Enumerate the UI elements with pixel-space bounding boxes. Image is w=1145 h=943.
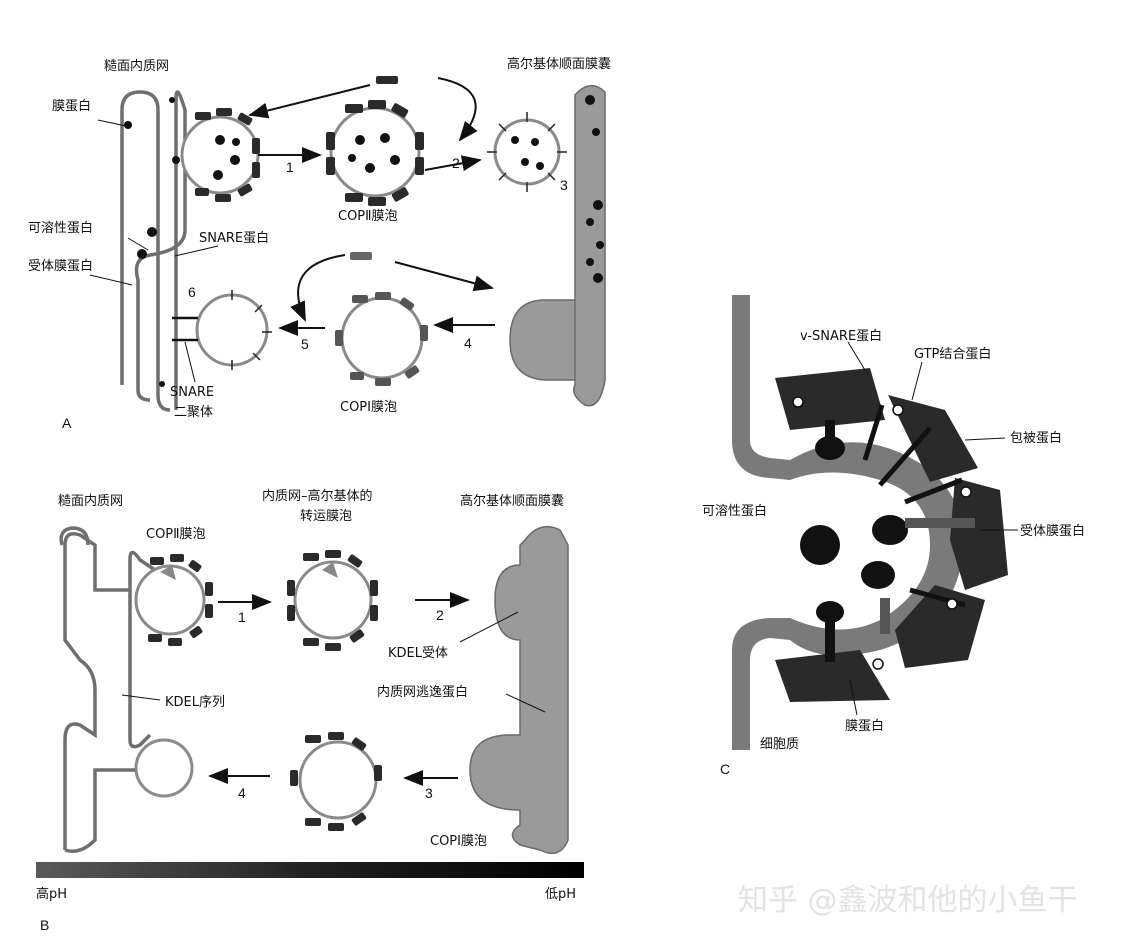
ph-label-high: 高pH: [36, 886, 67, 902]
panel-b-label-er-escape: 内质网逃逸蛋白: [377, 684, 468, 700]
panel-a-arrow-recycle-bottom: [394, 261, 494, 292]
panel-a-label-membrane-protein: 膜蛋白: [52, 98, 91, 114]
panel-a-copi-vesicle: [335, 292, 428, 386]
panel-c-v-snare-stalk: [862, 404, 885, 461]
panel-a-er-dot: [172, 156, 180, 164]
panel-b-label-rough-er: 糙面内质网: [58, 493, 123, 509]
panel-a-free-coat: [376, 76, 398, 84]
panel-a-label-snare: SNARE蛋白: [199, 230, 269, 246]
panel-a-label-copi: COPⅠ膜泡: [340, 400, 397, 415]
panel-b-step-4: 4: [238, 785, 246, 801]
panel-b-golgi-cisterna: [469, 525, 569, 855]
panel-b-copii-budding: [134, 554, 213, 646]
ph-label-low: 低pH: [545, 887, 576, 902]
panel-a-copii-budding: [180, 108, 260, 202]
watermark: 知乎 @鑫波和他的小鱼干: [738, 883, 1078, 918]
panel-a-label-snare-dimer-2: 二聚体: [174, 405, 213, 420]
panel-b-step-2: 2: [436, 607, 444, 623]
panel-a-step-1: 1: [286, 159, 294, 175]
panel-b-label-transport-2: 转运膜泡: [300, 509, 352, 524]
panel-a-free-coat: [350, 252, 372, 260]
panel-c-label-membrane-protein: 膜蛋白: [845, 718, 884, 734]
panel-c-letter: C: [720, 761, 730, 777]
panel-a-label-receptor: 受体膜蛋白: [28, 258, 93, 274]
panel-b-label-copii: COPⅡ膜泡: [146, 527, 206, 542]
panel-a-soluble-protein-dot: [137, 249, 147, 259]
panel-c-label-gtp: GTP结合蛋白: [914, 346, 991, 362]
panel-a-arrow-recycle-top: [248, 84, 371, 119]
panel-a-step-2: 2: [452, 155, 460, 171]
panel-a-step-3: 3: [560, 177, 568, 193]
panel-a-arrow-2: [424, 155, 482, 172]
panel-a-soluble-protein-dot: [147, 227, 157, 237]
panel-a-arrow-loop-top: [437, 77, 478, 142]
panel-a-step-4: 4: [464, 335, 472, 351]
ph-gradient-bar: [36, 862, 584, 878]
panel-a-uncoated-vesicle: [487, 112, 567, 192]
panel-a-label-rough-er: 糙面内质网: [104, 58, 169, 74]
panel-b-er-lower: [64, 768, 135, 853]
panel-a-er-dot: [159, 381, 165, 387]
panel-b-label-golgi: 高尔基体顺面膜囊: [460, 493, 564, 509]
panel-a-step-5: 5: [301, 336, 309, 352]
panel-a-label-snare-dimer-1: SNARE: [170, 385, 214, 400]
panel-b-er-membrane: [63, 532, 156, 850]
panel-a-er-lower: [134, 150, 187, 402]
panel-c-label-v-snare: v-SNARE蛋白: [800, 328, 882, 344]
panel-b-label-transport-1: 内质网–高尔基体的: [262, 488, 373, 504]
panel-a: 糙面内质网 膜蛋白 可溶性蛋白 受体膜蛋白 SNARE蛋白 SNARE 二聚体 …: [28, 56, 611, 431]
panel-a-letter: A: [62, 415, 72, 431]
panel-a-fusing-vesicle: [172, 290, 272, 370]
panel-a-copii-vesicle: [326, 100, 424, 206]
panel-c-label-cytoplasm: 细胞质: [760, 737, 799, 752]
panel-c-soluble-protein: [800, 525, 840, 565]
panel-b-er-top: [59, 526, 90, 546]
panel-b-label-kdel-receptor: KDEL受体: [388, 646, 448, 661]
panel-b-copi-vesicle: [290, 732, 382, 831]
panel-c-label-coat: 包被蛋白: [1010, 430, 1062, 446]
panel-a-label-copii: COPⅡ膜泡: [338, 209, 398, 224]
panel-a-label-golgi: 高尔基体顺面膜囊: [507, 56, 611, 72]
panel-b-label-kdel-sequence: KDEL序列: [165, 695, 225, 710]
panel-a-arrow-loop-bottom: [290, 254, 346, 322]
panel-b-transport-vesicle: [287, 550, 378, 651]
panel-b-step-3: 3: [425, 785, 433, 801]
panel-a-label-soluble-protein: 可溶性蛋白: [28, 220, 93, 236]
panel-c-coat-proteins: [775, 368, 1008, 702]
panel-a-er-dot: [169, 97, 175, 103]
panel-a-golgi-cisterna: [509, 85, 606, 407]
panel-b-er-bud: [134, 738, 194, 798]
panel-c-label-soluble: 可溶性蛋白: [702, 503, 767, 519]
panel-c: v-SNARE蛋白 GTP结合蛋白 包被蛋白 可溶性蛋白 受体膜蛋白 膜蛋白 细…: [702, 295, 1085, 777]
panel-b: 糙面内质网 内质网–高尔基体的 转运膜泡 高尔基体顺面膜囊 COPⅡ膜泡 KDE…: [36, 488, 584, 933]
panel-b-label-copi: COPⅠ膜泡: [430, 834, 487, 849]
panel-a-step-6: 6: [188, 284, 196, 300]
panel-b-letter: B: [40, 917, 49, 933]
panel-c-label-receptor: 受体膜蛋白: [1020, 523, 1085, 539]
panel-b-step-1: 1: [238, 609, 246, 625]
panel-a-membrane-protein-dot: [124, 121, 132, 129]
